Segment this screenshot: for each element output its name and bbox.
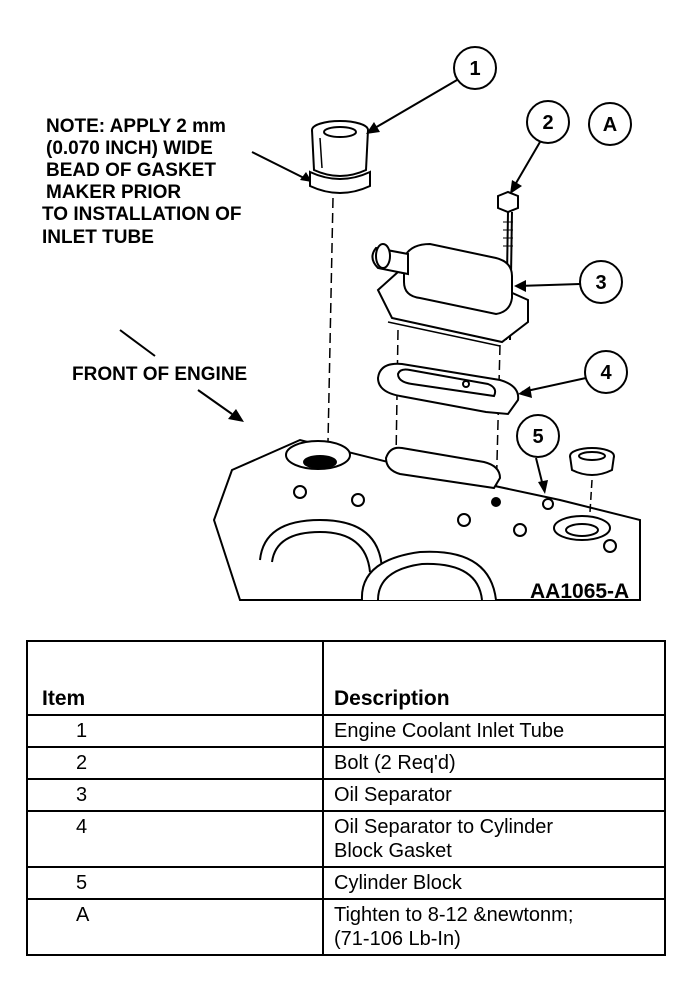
plug-centerline: [589, 479, 593, 513]
note-leader-line: [251, 151, 313, 183]
callout-3: 3: [514, 260, 623, 304]
table-row: 2 Bolt (2 Req'd): [26, 746, 666, 780]
parts-table: Item Description 1 Engine Coolant Inlet …: [26, 640, 666, 956]
description-line: Cylinder Block: [334, 872, 462, 894]
note-line-2: (0.070 INCH) WIDE: [46, 138, 213, 159]
table-row: 1 Engine Coolant Inlet Tube: [26, 714, 666, 748]
callout-2: 2: [510, 100, 570, 194]
description-line: (71-106 Lb-In): [334, 928, 461, 950]
cylinder-block: [212, 438, 641, 601]
callout-5-label: 5: [532, 426, 543, 448]
item-column-header: Item: [26, 640, 324, 716]
item-number: 4: [26, 810, 324, 868]
description-column-header: Description: [322, 640, 666, 716]
coolant-plug: [569, 447, 615, 476]
tube-centerline: [327, 197, 334, 443]
description-line: Oil Separator: [334, 784, 452, 806]
item-description: Cylinder Block: [322, 866, 666, 900]
front-arrow-head: [228, 409, 244, 422]
item-number: 1: [26, 714, 324, 748]
item-description: Tighten to 8-12 &newtonm;(71-106 Lb-In): [322, 898, 666, 956]
table-row: 3 Oil Separator: [26, 778, 666, 812]
item-description: Bolt (2 Req'd): [322, 746, 666, 780]
note-line-6: INLET TUBE: [42, 227, 154, 248]
callout-a: A: [588, 102, 632, 146]
note-line-4: MAKER PRIOR: [46, 182, 181, 203]
item-description: Engine Coolant Inlet Tube: [322, 714, 666, 748]
item-description: Oil Separator: [322, 778, 666, 812]
installation-note: NOTE: APPLY 2 mm (0.070 INCH) WIDE BEAD …: [42, 116, 241, 248]
description-line: Bolt (2 Req'd): [334, 752, 456, 774]
callout-1: 1: [366, 46, 497, 134]
front-arrow-shaft: [197, 389, 233, 415]
item-number: A: [26, 898, 324, 956]
oil-separator-gasket: [376, 362, 520, 416]
callout-4: 4: [518, 350, 628, 398]
table-row: A Tighten to 8-12 &newtonm;(71-106 Lb-In…: [26, 898, 666, 956]
item-number: 2: [26, 746, 324, 780]
item-number: 5: [26, 866, 324, 900]
note-line-1: NOTE: APPLY 2 mm: [46, 116, 226, 137]
exploded-view-diagram: NOTE: APPLY 2 mm (0.070 INCH) WIDE BEAD …: [42, 46, 641, 603]
description-line: Oil Separator to Cylinder: [334, 816, 553, 838]
callout-3-label: 3: [595, 272, 606, 294]
oil-separator: [371, 242, 529, 347]
illustration-reference-code: AA1065-A: [530, 580, 629, 603]
description-line: Tighten to 8-12 &newtonm;: [334, 904, 574, 926]
callout-4-label: 4: [600, 362, 612, 384]
callout-5: 5: [516, 414, 560, 494]
callout-1-label: 1: [469, 58, 480, 80]
table-row: 5 Cylinder Block: [26, 866, 666, 900]
callout-2-label: 2: [542, 112, 553, 134]
note-line-3: BEAD OF GASKET: [46, 160, 216, 181]
front-of-engine-label: FRONT OF ENGINE: [72, 364, 247, 385]
item-number: 3: [26, 778, 324, 812]
description-line: Block Gasket: [334, 840, 452, 862]
note-line-5: TO INSTALLATION OF: [42, 204, 241, 225]
description-line: Engine Coolant Inlet Tube: [334, 720, 565, 742]
engine-coolant-inlet-tube: [309, 120, 371, 194]
table-header-row: Item Description: [26, 640, 666, 716]
callout-a-label: A: [603, 114, 617, 136]
front-arrow-tail: [119, 329, 156, 357]
